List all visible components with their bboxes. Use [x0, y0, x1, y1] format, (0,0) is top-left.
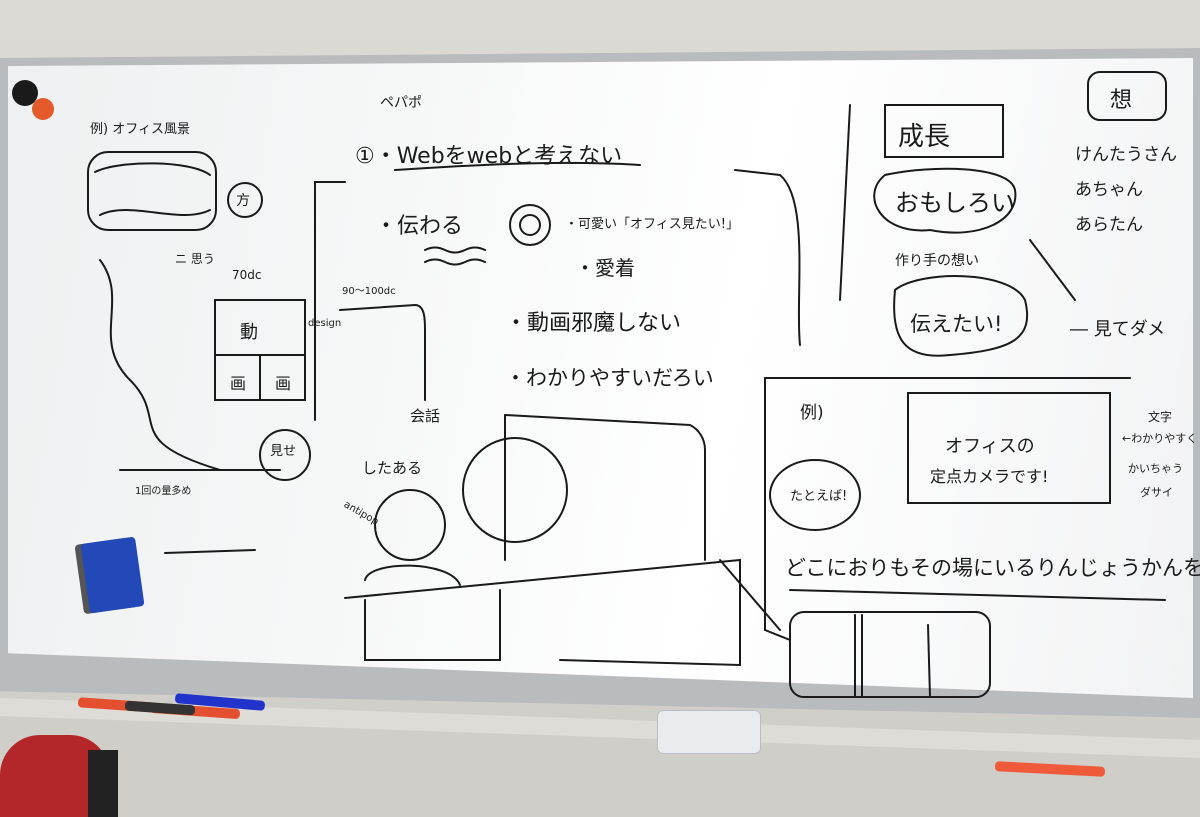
- bullet-wakari: ・わかりやすいだろい: [505, 366, 714, 390]
- cell-bottom-left: 画: [230, 374, 247, 393]
- name-1: けんたうさん: [1075, 145, 1177, 165]
- example-label: 例): [800, 403, 824, 423]
- range-box: [339, 303, 426, 401]
- callout-kaiwa: 会話: [410, 407, 441, 425]
- person-head: [374, 489, 446, 561]
- bullet-aichaku: ・愛着: [575, 256, 635, 280]
- scribble-column: [99, 259, 221, 471]
- kanji-omoi: 想: [1110, 88, 1133, 113]
- bubble-tsutaetai-shape: [893, 275, 1029, 357]
- sentence-underline: [789, 589, 1166, 601]
- monitor: [364, 589, 501, 661]
- frame-dividers: [854, 614, 931, 698]
- office-sketch-detail: [94, 162, 211, 216]
- video-grid: [214, 299, 306, 401]
- office-caption-line2: 定点カメラです!: [930, 467, 1049, 486]
- bubble-circle: [227, 182, 263, 218]
- cloud-omoshiroi-text: おもしろい: [895, 189, 1015, 217]
- bubble-tatoeba: [769, 459, 861, 531]
- curve-arrow: [734, 169, 801, 346]
- side-note-line4: ダサイ: [1140, 486, 1173, 499]
- cloud-omoshiroi: [873, 167, 1017, 234]
- cell-top: 動: [240, 322, 258, 343]
- bullet-kawaii: ・可愛い「オフィス見たい!」: [565, 217, 739, 232]
- office-sketch-box: [87, 151, 217, 231]
- bullet-douga: ・動画邪魔しない: [505, 311, 682, 336]
- long-sentence: どこにおりもその場にいるりんじょうかんを出す!: [785, 556, 1200, 580]
- bubble-tatoeba-text: たとえば!: [790, 489, 848, 504]
- range-label: 90〜100dc: [342, 286, 396, 297]
- white-eraser: [657, 710, 761, 754]
- box-seichou-frame: [884, 104, 1004, 158]
- side-note-line1: 文字: [1148, 410, 1173, 424]
- arrow-note: ― 見てダメ: [1070, 319, 1166, 340]
- name-3: あらたん: [1075, 215, 1143, 235]
- omoi-label: 作り手の想い: [895, 253, 979, 269]
- person-body: [364, 564, 461, 586]
- chair-leg: [88, 750, 118, 817]
- name-2: あちゃん: [1075, 180, 1143, 200]
- small-note: ニ 思う: [175, 252, 215, 266]
- bubble-label: 方: [236, 193, 250, 209]
- magnify-circle: [462, 437, 568, 543]
- bottom-caption: 1回の量多め: [135, 486, 192, 497]
- count-label: 70dc: [232, 268, 262, 282]
- wave-underline: [424, 246, 486, 266]
- callout-shitaaru: したある: [362, 459, 423, 477]
- cell-bottom-right: 画: [275, 374, 292, 393]
- side-note-line2: ←わかりやすく: [1122, 432, 1198, 445]
- page-title: ペパポ: [380, 95, 422, 111]
- circle-word: [259, 429, 311, 481]
- office-caption-line1: オフィスの: [945, 436, 1035, 457]
- desk-outline: [344, 558, 741, 667]
- arrow-down-right: [1029, 239, 1076, 301]
- side-note-line3: かいちゃう: [1128, 462, 1183, 475]
- office-window: [504, 414, 706, 561]
- kanji-omoi-box: [1087, 71, 1167, 121]
- underline-point1: [394, 161, 641, 171]
- bubble-tsutaetai: 伝えたい!: [910, 312, 1003, 336]
- point-1: ①・Webをwebと考えない: [355, 144, 623, 169]
- bullet-tsutawaru: ・伝わる: [375, 214, 464, 239]
- right-bracket: [839, 104, 851, 301]
- example-bracket: [764, 377, 791, 641]
- bottom-frame: [789, 611, 991, 698]
- box-seichou: 成長: [898, 122, 951, 152]
- short-line: [164, 549, 256, 554]
- example-heading: 例) オフィス風景: [90, 122, 190, 137]
- diag-line: [719, 559, 781, 631]
- camera-caption-box: [907, 392, 1111, 504]
- orange-magnet: [32, 98, 54, 120]
- spiral-icon: [509, 204, 551, 246]
- circle-word: 見せ: [270, 444, 297, 459]
- bracket-arrow: [314, 181, 346, 421]
- design-label: design: [308, 318, 342, 329]
